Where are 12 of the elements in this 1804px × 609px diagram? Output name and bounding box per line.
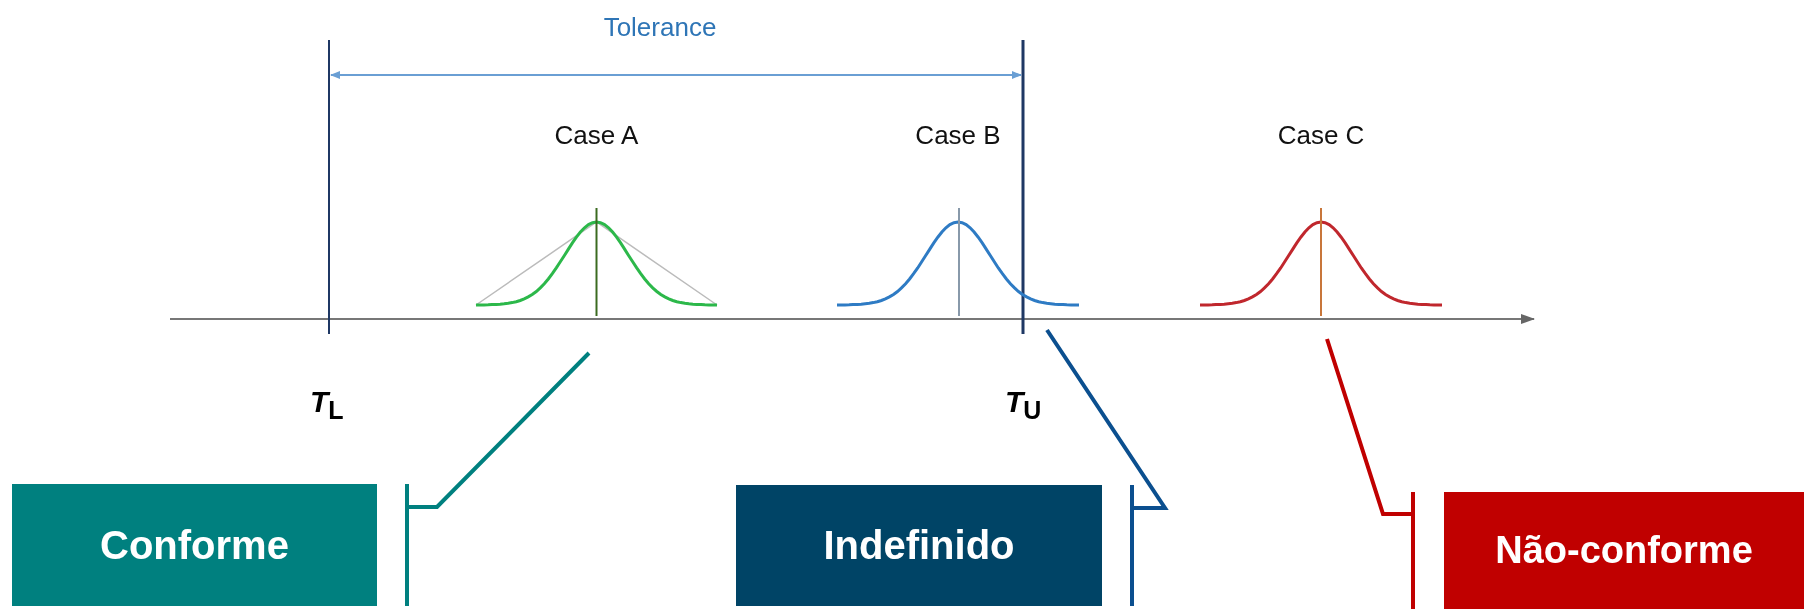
leader-line	[1325, 337, 1415, 609]
category-box: Indefinido	[736, 485, 1102, 606]
case-label: Case A	[553, 120, 640, 151]
case-label: Case C	[1276, 120, 1366, 151]
leader-line	[405, 351, 591, 608]
dimension-label: Tolerance	[602, 12, 718, 43]
limit-label: T$_{U}$	[1005, 385, 1043, 425]
leader-line	[1045, 328, 1169, 608]
category-box: Conforme	[12, 484, 377, 606]
limit-label: T$_{L}$	[310, 385, 345, 425]
category-box: Não-conforme	[1444, 492, 1804, 609]
case-label: Case B	[914, 120, 1002, 151]
